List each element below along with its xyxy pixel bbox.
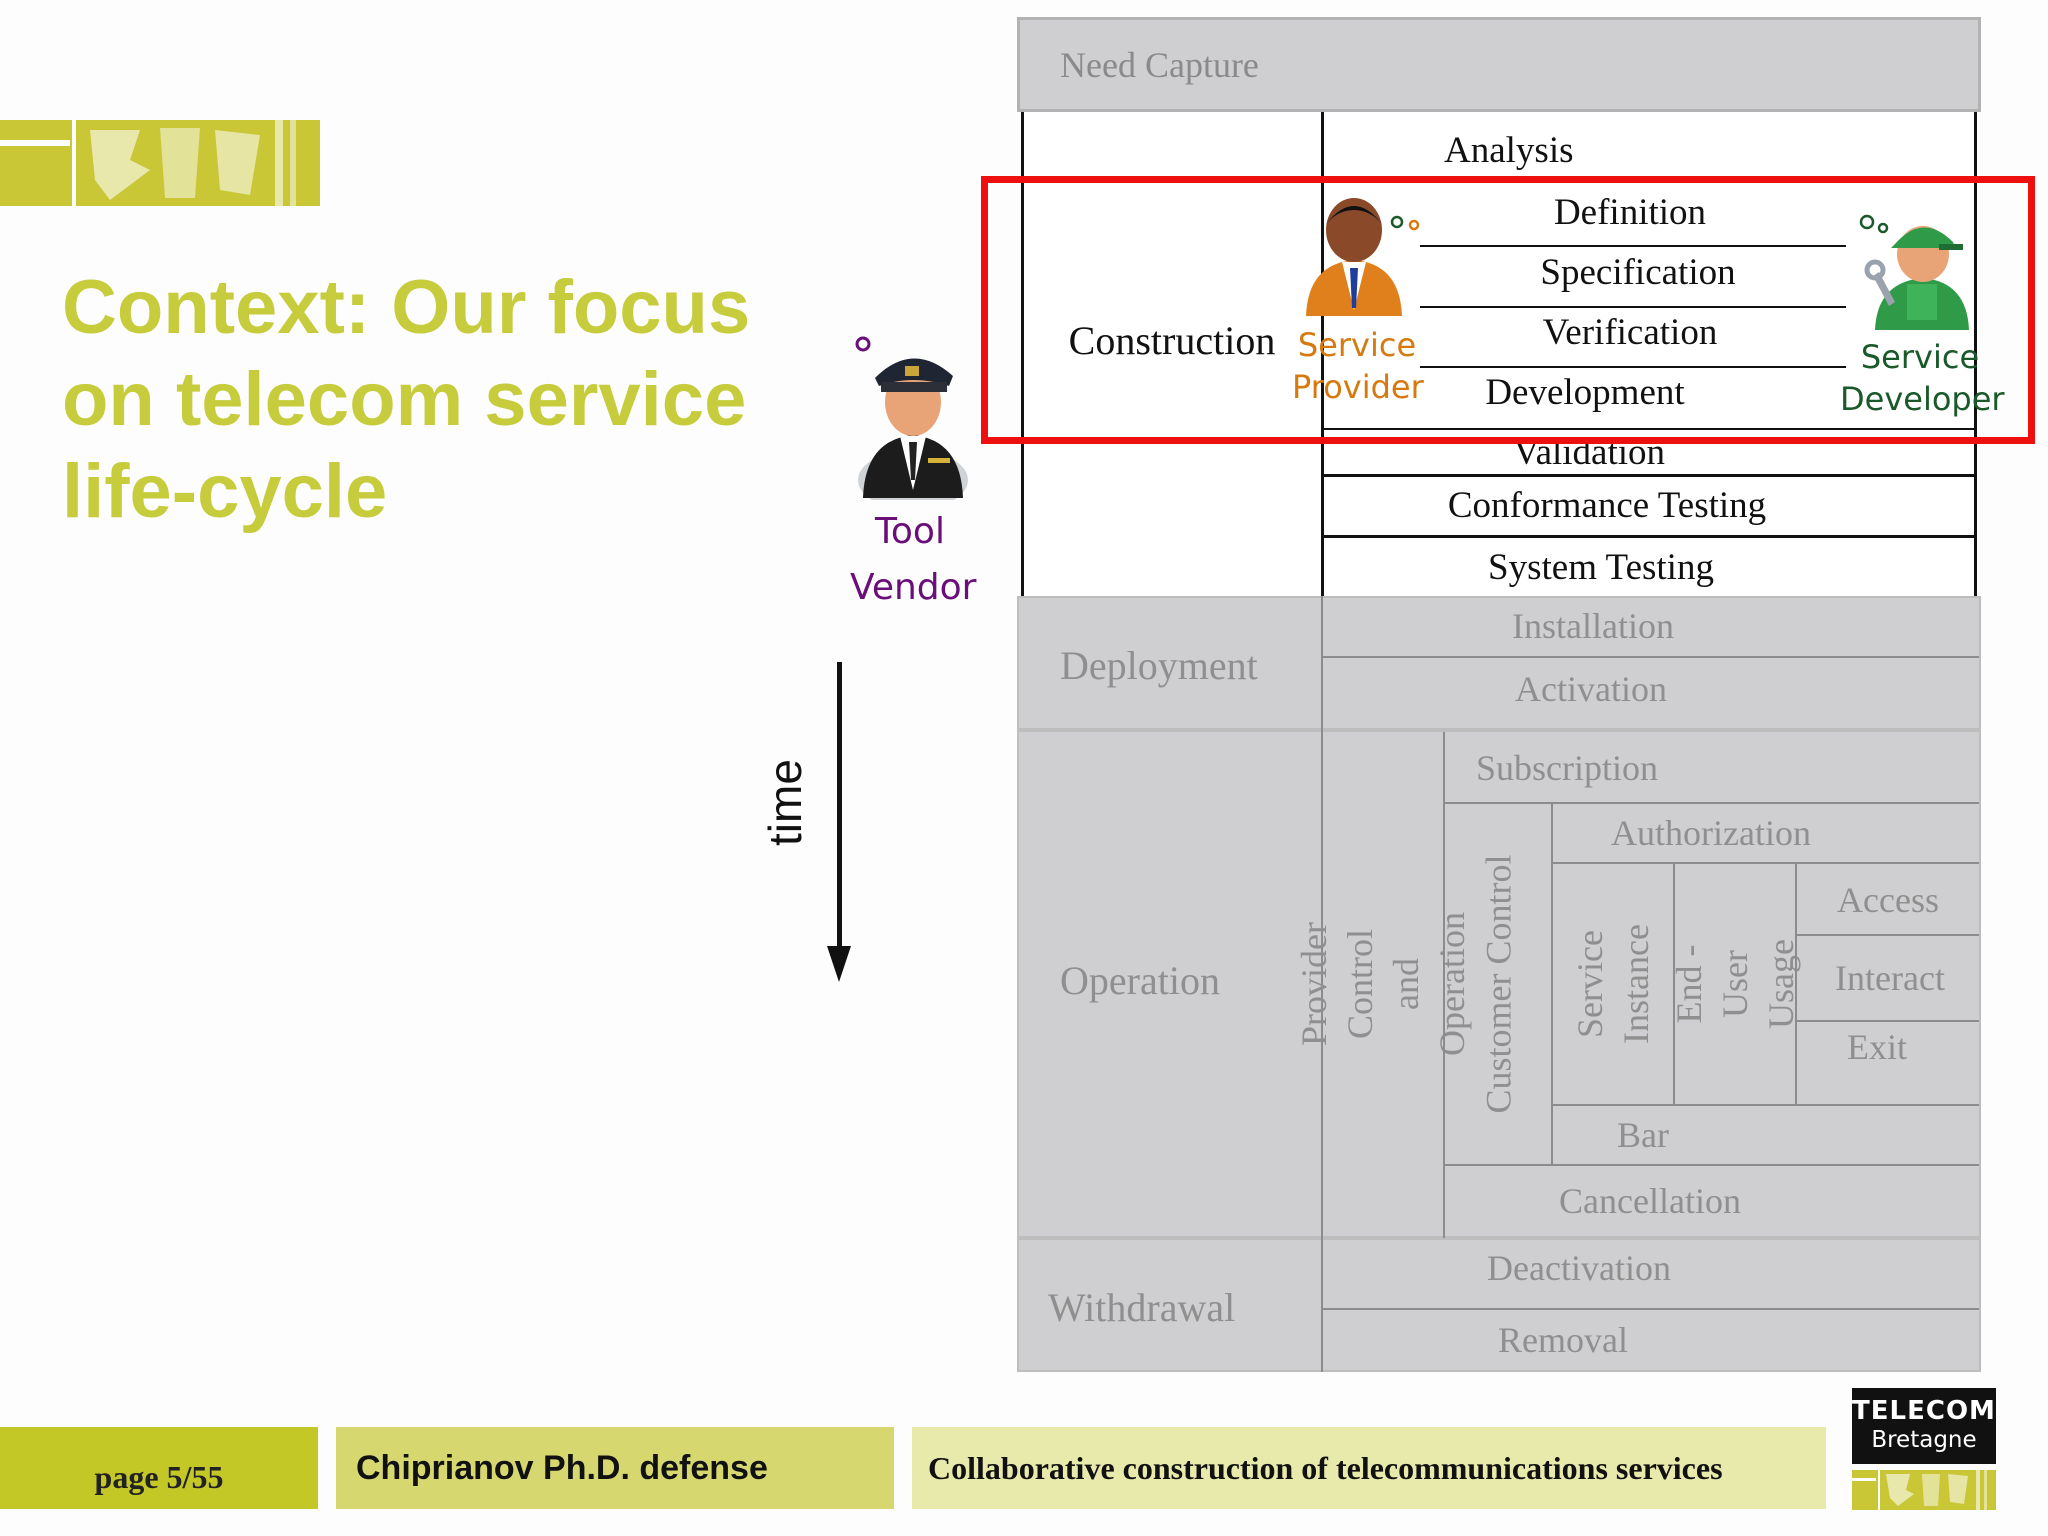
step-specification: Specification bbox=[1540, 251, 1736, 293]
deployment-label: Deployment bbox=[1060, 642, 1258, 688]
construction-block bbox=[1021, 112, 1977, 596]
time-arrow-head bbox=[827, 946, 851, 982]
need-capture-row: Need Capture bbox=[1017, 17, 1981, 112]
slide-title: Context: Our focus on telecom service li… bbox=[62, 265, 751, 534]
operation-label: Operation bbox=[1060, 957, 1220, 1003]
col-line bbox=[1321, 1238, 1323, 1372]
col-line bbox=[1443, 732, 1445, 1238]
row-line bbox=[1324, 474, 1977, 477]
telecom-logo-line1: TELECOM bbox=[1852, 1396, 1996, 1426]
row-line bbox=[1797, 1020, 1979, 1022]
school-logo-small bbox=[1852, 1470, 1996, 1510]
step-activation: Activation bbox=[1515, 669, 1667, 709]
service-instance-label: Service Instance bbox=[1570, 924, 1656, 1044]
step-exit: Exit bbox=[1847, 1027, 1907, 1067]
step-development: Development bbox=[1485, 371, 1685, 413]
end-user-usage-label: End - User Usage bbox=[1669, 939, 1801, 1029]
telecom-bretagne-logo: TELECOM Bretagne bbox=[1852, 1388, 1996, 1464]
operation-block bbox=[1017, 730, 1981, 1238]
row-line bbox=[1445, 802, 1979, 804]
row-line bbox=[1323, 1308, 1979, 1310]
focus-highlight-box bbox=[981, 176, 2035, 444]
row-line bbox=[1420, 366, 1846, 368]
time-arrow-line bbox=[837, 662, 842, 952]
row-line bbox=[1797, 934, 1979, 936]
col-line bbox=[1321, 596, 1323, 730]
step-cancellation: Cancellation bbox=[1559, 1181, 1741, 1221]
col-line bbox=[1673, 864, 1675, 1104]
step-authorization: Authorization bbox=[1611, 813, 1811, 853]
telecom-logo-line2: Bretagne bbox=[1871, 1427, 1977, 1453]
footer-topic: Collaborative construction of telecommun… bbox=[912, 1427, 1826, 1509]
step-system-testing: System Testing bbox=[1488, 546, 1714, 588]
step-bar: Bar bbox=[1617, 1115, 1669, 1155]
businessman-icon bbox=[1306, 198, 1420, 316]
row-line bbox=[1553, 1104, 1979, 1106]
row-line bbox=[1553, 862, 1979, 864]
school-logo bbox=[0, 120, 320, 206]
end-user-usage-column: End - User Usage bbox=[1669, 864, 1801, 1104]
row-line bbox=[1420, 245, 1846, 247]
step-removal: Removal bbox=[1498, 1320, 1628, 1360]
step-installation: Installation bbox=[1512, 606, 1674, 646]
step-conformance-testing: Conformance Testing bbox=[1447, 484, 1767, 526]
step-verification: Verification bbox=[1542, 311, 1718, 353]
page-number: page 5/55 bbox=[0, 1427, 318, 1509]
developer-icon bbox=[1859, 214, 1969, 330]
step-analysis: Analysis bbox=[1444, 129, 1574, 171]
pilot-icon bbox=[855, 336, 968, 510]
withdrawal-label: Withdrawal bbox=[1048, 1284, 1236, 1330]
construction-divider bbox=[1321, 112, 1324, 596]
service-developer-label: Service Developer bbox=[1840, 338, 2005, 418]
footer-author: Chiprianov Ph.D. defense bbox=[336, 1427, 894, 1509]
withdrawal-block bbox=[1017, 1238, 1981, 1372]
row-line bbox=[1324, 428, 1977, 430]
col-line bbox=[1321, 730, 1323, 1238]
construction-label: Construction bbox=[1068, 317, 1276, 363]
step-interact: Interact bbox=[1835, 958, 1945, 998]
service-provider-actor: Service Provider bbox=[1292, 190, 1424, 408]
col-line bbox=[1551, 804, 1553, 1164]
step-access: Access bbox=[1837, 880, 1939, 920]
service-instance-column: Service Instance bbox=[1553, 864, 1673, 1104]
tool-vendor-actor: Tool Vendor bbox=[840, 330, 980, 616]
time-label: time bbox=[759, 759, 811, 846]
row-line bbox=[1420, 306, 1846, 308]
col-line bbox=[1795, 864, 1797, 1104]
row-line bbox=[1324, 535, 1977, 538]
step-definition: Definition bbox=[1553, 191, 1707, 233]
deployment-block bbox=[1017, 596, 1981, 730]
customer-control-label: Customer Control bbox=[1478, 854, 1518, 1114]
service-developer-actor: Service Developer bbox=[1840, 206, 2005, 420]
provider-control-column: Provider Control and Operation bbox=[1294, 732, 1472, 1236]
step-subscription: Subscription bbox=[1475, 748, 1658, 788]
tool-vendor-label: Tool Vendor bbox=[850, 511, 977, 608]
service-provider-label: Service Provider bbox=[1292, 326, 1424, 406]
customer-control-column: Customer Control bbox=[1445, 804, 1551, 1164]
row-line bbox=[1445, 1164, 1979, 1166]
row-line bbox=[1323, 656, 1979, 658]
step-deactivation: Deactivation bbox=[1487, 1248, 1671, 1288]
